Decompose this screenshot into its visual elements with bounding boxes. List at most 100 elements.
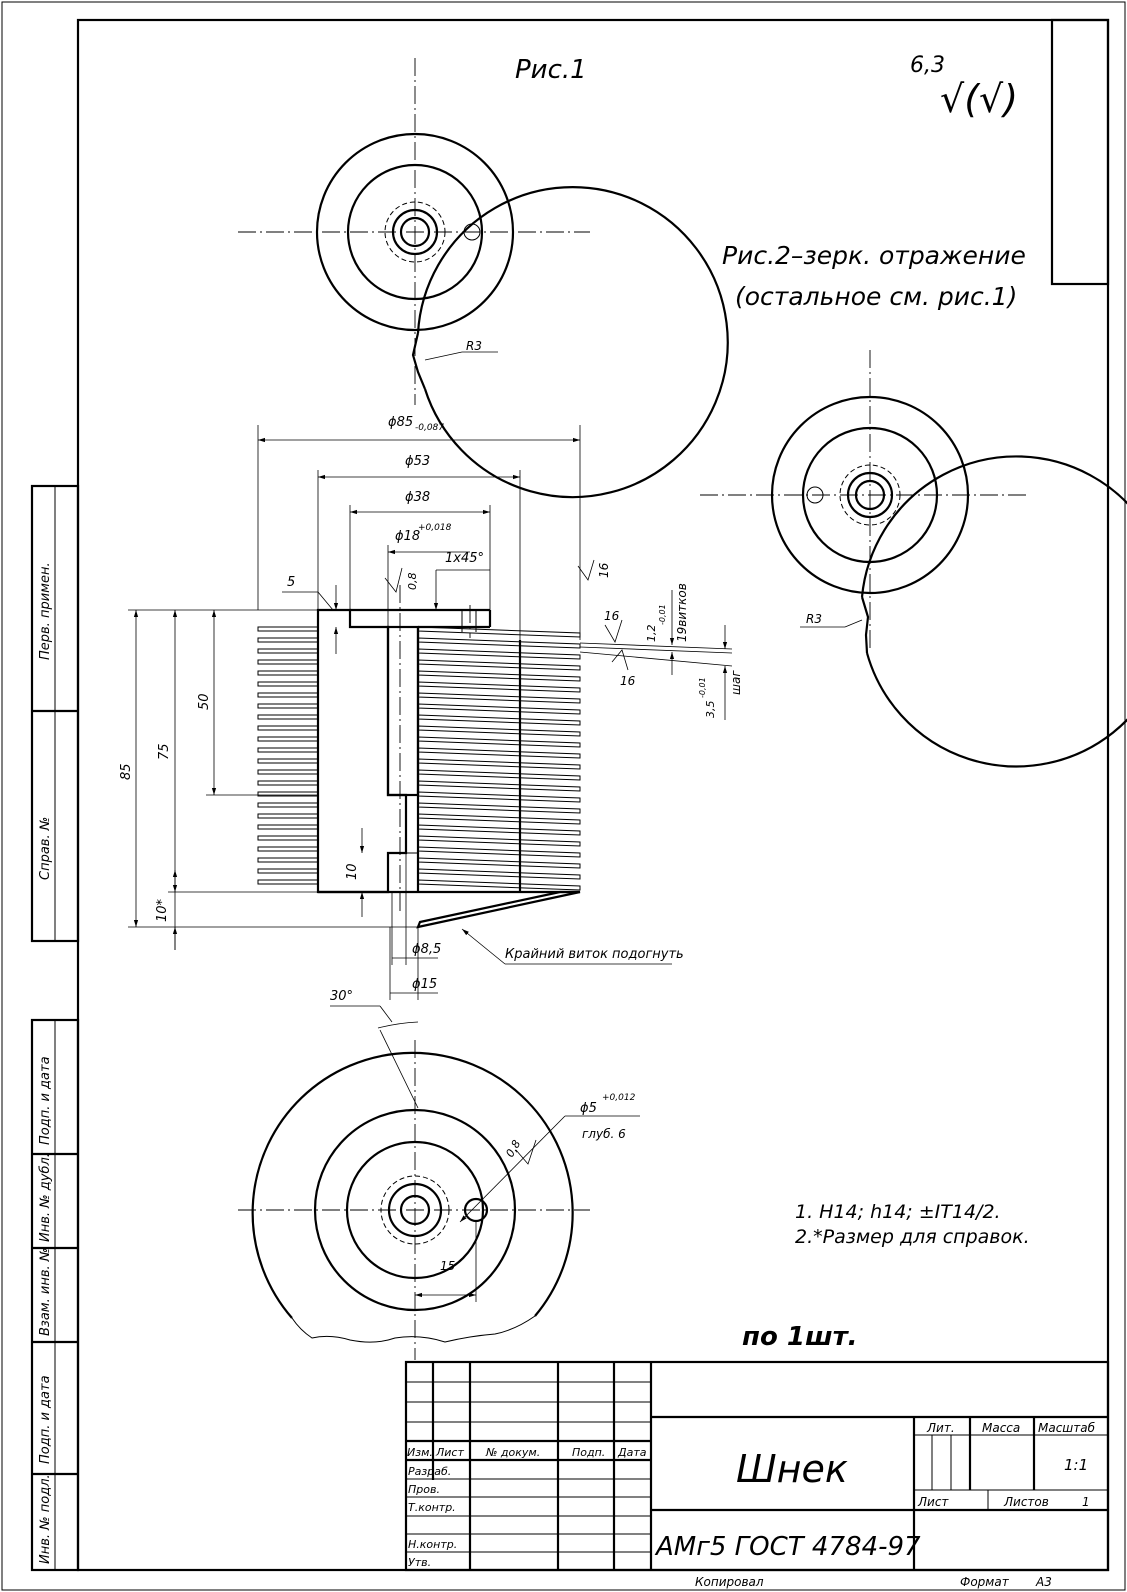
dim-rough-16b: 16 — [604, 609, 620, 623]
fin — [257, 813, 319, 819]
roughness-symbol: √(√) — [940, 77, 1018, 121]
dim-h85: 85 — [119, 763, 134, 780]
tb-lit: Лит. — [926, 1421, 955, 1435]
tb-format-label: Формат — [960, 1575, 1010, 1589]
tb-massa: Масса — [982, 1421, 1020, 1435]
dim-pitch-label: шаг — [729, 670, 743, 695]
left-fins — [257, 626, 319, 885]
fin — [257, 846, 319, 852]
fin — [417, 780, 581, 792]
dim-turns: 19витков — [675, 583, 689, 642]
fin — [417, 769, 581, 781]
fin — [257, 736, 319, 742]
fin — [417, 758, 581, 770]
fin — [257, 879, 319, 885]
fin — [417, 802, 581, 814]
fin — [257, 692, 319, 698]
fin — [257, 747, 319, 753]
dim-h75: 75 — [157, 743, 172, 760]
tb-name: Шнек — [736, 1447, 848, 1491]
dim-rough-16c: 16 — [620, 674, 636, 688]
fin — [417, 835, 581, 847]
dim-d5-tol: +0,012 — [602, 1093, 636, 1103]
dim-rough-16a: 16 — [597, 562, 611, 578]
tb-utv: Утв. — [408, 1556, 431, 1569]
dim-d38: ϕ38 — [405, 490, 430, 505]
roughness-value: 6,3 — [910, 53, 945, 78]
fin — [257, 758, 319, 764]
tb-masshtab: Масштаб — [1038, 1421, 1096, 1435]
fin — [417, 648, 581, 660]
tb-format: А3 — [1035, 1575, 1052, 1589]
dim-d8-5: ϕ8,5 — [412, 942, 441, 957]
tb-izm: Изм. — [407, 1446, 433, 1459]
fin — [417, 846, 581, 858]
fin — [417, 879, 581, 891]
dim-d85: ϕ85 — [388, 415, 413, 430]
dim-thickness: 1,2 — [645, 625, 658, 643]
fin — [257, 648, 319, 654]
fin — [257, 637, 319, 643]
tb-sheets-count: 1 — [1082, 1495, 1090, 1509]
tb-material: АМг5 ГОСТ 4784-97 — [654, 1532, 921, 1562]
quantity-note: по 1шт. — [742, 1322, 858, 1352]
fin — [417, 813, 581, 825]
dim-chamfer: 1x45° — [445, 551, 484, 566]
side-label-sprav: Справ. № — [38, 817, 53, 880]
side-label-perv-primen: Перв. примен. — [38, 562, 53, 660]
side-label-vzam-inv: Взам. инв. № — [38, 1248, 53, 1336]
dim-angle30: 30° — [330, 989, 353, 1004]
fin — [417, 681, 581, 693]
fin — [257, 791, 319, 797]
side-label-podp-data-bottom: Подп. и дата — [38, 1375, 53, 1464]
fin — [417, 736, 581, 748]
dim-d15: ϕ15 — [412, 977, 437, 992]
dim-h5: 5 — [287, 575, 295, 590]
fin — [417, 703, 581, 715]
fin — [417, 747, 581, 759]
fin — [257, 659, 319, 665]
dim-rough-08: 0,8 — [406, 573, 419, 591]
fin — [417, 824, 581, 836]
side-label-inv-podl: Инв. № подл. — [38, 1474, 53, 1564]
dim-d5: ϕ5 — [580, 1101, 597, 1116]
r3-fig2-label: R3 — [806, 612, 822, 626]
fin — [417, 626, 581, 638]
fin — [417, 670, 581, 682]
section-view — [257, 585, 581, 929]
dim-d53: ϕ53 — [405, 454, 430, 469]
tb-razrab: Разраб. — [408, 1465, 451, 1478]
dim-h10-star: 10* — [155, 898, 170, 922]
fin — [417, 791, 581, 803]
fin — [417, 857, 581, 869]
title-block: Изм. Лист № докум. Подп. Дата Разраб. Пр… — [404, 1360, 1110, 1589]
fig2-mirror-view: R3 — [700, 350, 1127, 768]
fig2-label-line1: Рис.2–зерк. отражение — [722, 241, 1026, 270]
fig2-label-line2: (остальное см. рис.1) — [735, 282, 1017, 311]
dim-thickness-tol: -0,01 — [658, 604, 667, 625]
tb-sheet-label: Лист — [917, 1495, 949, 1509]
bottom-view: 30° ϕ5 +0,012 глуб. 6 0,8 15 — [238, 989, 640, 1360]
fin — [417, 868, 581, 880]
tb-nkontr: Н.контр. — [408, 1538, 457, 1551]
fin — [257, 681, 319, 687]
fin — [257, 868, 319, 874]
note-1: 1. H14; h14; ±IT14/2. — [795, 1201, 1001, 1223]
fin — [417, 659, 581, 671]
fin — [257, 835, 319, 841]
dim-d18: ϕ18 — [395, 529, 420, 544]
fin — [257, 703, 319, 709]
fin — [257, 670, 319, 676]
fig1-top-view: R3 — [238, 58, 729, 499]
dim-d85-tol: -0,087 — [415, 423, 444, 433]
fin — [417, 714, 581, 726]
side-label-podp-data-top: Подп. и дата — [38, 1056, 53, 1145]
dim-pitch-tol: -0,01 — [698, 677, 707, 698]
fig1-label: Рис.1 — [515, 55, 587, 85]
fin — [257, 626, 319, 632]
dim-h10: 10 — [345, 863, 360, 880]
fin — [257, 769, 319, 775]
dim-offset15: 15 — [440, 1259, 455, 1273]
dim-h50: 50 — [197, 693, 212, 710]
